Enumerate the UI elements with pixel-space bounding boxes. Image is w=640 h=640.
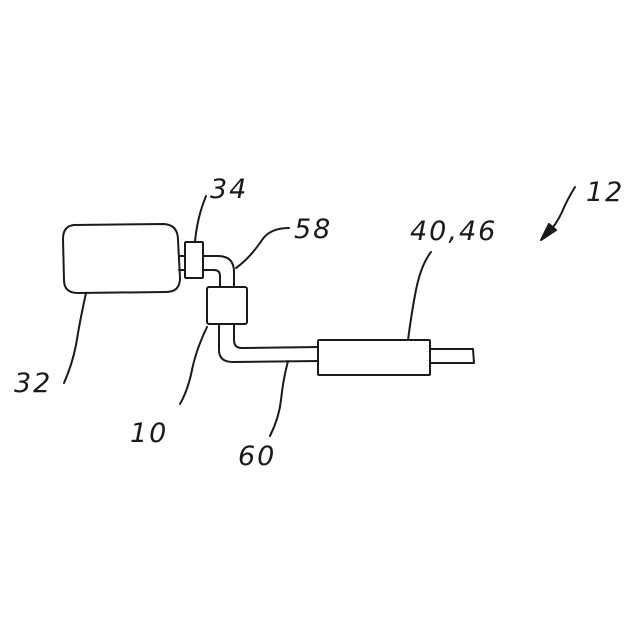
label-58: 58	[294, 214, 332, 245]
muffler-box	[318, 340, 430, 375]
sensor-box	[185, 242, 203, 278]
module-box	[207, 287, 247, 324]
leader-58	[236, 228, 289, 268]
leader-32	[64, 293, 86, 383]
leader-34	[195, 196, 206, 242]
leader-10	[180, 327, 207, 404]
pipe-58	[203, 256, 234, 287]
label-34: 34	[210, 174, 248, 205]
engine-block	[63, 224, 180, 293]
tailpipe	[430, 349, 474, 363]
label-10: 10	[130, 418, 168, 449]
label-32: 32	[14, 368, 52, 399]
label-60: 60	[238, 441, 276, 472]
label-40-46: 40,46	[410, 216, 497, 247]
leader-60	[270, 361, 288, 436]
label-12: 12	[586, 177, 624, 208]
leader-40-46	[408, 252, 431, 340]
pipe-60	[219, 324, 319, 362]
